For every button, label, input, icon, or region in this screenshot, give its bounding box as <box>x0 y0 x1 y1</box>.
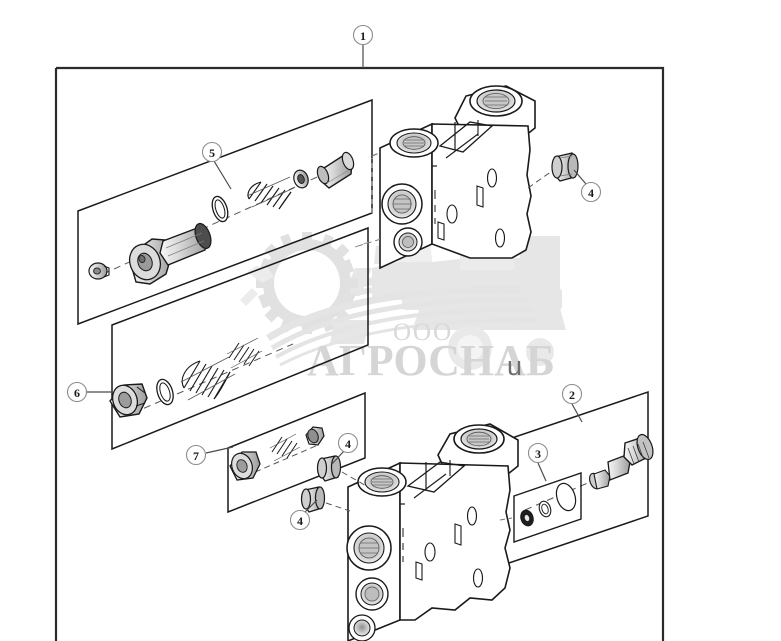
part-seal-large <box>555 482 577 512</box>
diagram-frame <box>54 66 665 641</box>
callout-1[interactable]: 1 <box>352 24 374 69</box>
watermark-group: ООО АГРОСНАБ u <box>240 230 566 385</box>
part-spring-7 <box>269 433 301 462</box>
part-nut-7 <box>305 426 325 446</box>
valve-block-lower <box>346 423 519 641</box>
valve-block-upper <box>354 85 536 270</box>
callout-4b[interactable]: 4 <box>331 432 359 465</box>
callout-3-label: 3 <box>535 447 541 461</box>
part-poppet-plug-6 <box>109 383 148 418</box>
wrench-icon <box>240 266 274 306</box>
field-swoosh-icon <box>266 286 541 367</box>
part-port-plug-4c <box>300 486 351 513</box>
watermark-extra-glyph: u <box>507 351 522 381</box>
part-spring-large-6 <box>180 356 236 401</box>
callout-4c-label: 4 <box>297 514 303 528</box>
callout-7-label: 7 <box>193 449 199 463</box>
callout-4c[interactable]: 4 <box>289 499 318 531</box>
panel-3 <box>513 472 582 543</box>
callout-5[interactable]: 5 <box>201 141 232 190</box>
part-spring-small-6 <box>226 337 263 369</box>
callout-4b-label: 4 <box>345 437 351 451</box>
panel-2 <box>499 390 654 568</box>
panel-6 <box>109 226 369 451</box>
callout-6-label: 6 <box>74 386 80 400</box>
callout-1-label: 1 <box>360 29 366 43</box>
part-o-ring-5 <box>211 195 229 223</box>
callout-4a[interactable]: 4 <box>573 169 602 203</box>
part-threaded-stem-2 <box>589 433 654 490</box>
watermark-title: АГРОСНАБ <box>307 336 555 385</box>
callout-6[interactable]: 6 <box>66 381 114 403</box>
part-washer-5 <box>293 169 309 189</box>
part-o-ring-6 <box>156 378 174 406</box>
part-plug-7 <box>229 451 261 481</box>
callout-2[interactable]: 2 <box>561 383 583 423</box>
callout-2-label: 2 <box>569 388 575 402</box>
callout-4a-label: 4 <box>588 186 594 200</box>
panel-7 <box>227 391 366 514</box>
callout-7[interactable]: 7 <box>185 444 234 466</box>
callout-5-label: 5 <box>209 146 215 160</box>
part-seal-small <box>520 509 534 527</box>
watermark-ooo: ООО <box>393 319 453 346</box>
part-seal-mid <box>538 500 552 518</box>
part-relief-cartridge <box>128 222 212 285</box>
part-plug-small-5 <box>88 262 110 280</box>
part-sleeve-5 <box>316 151 355 189</box>
part-coil-spring-5 <box>246 176 295 210</box>
callout-3[interactable]: 3 <box>527 442 549 482</box>
